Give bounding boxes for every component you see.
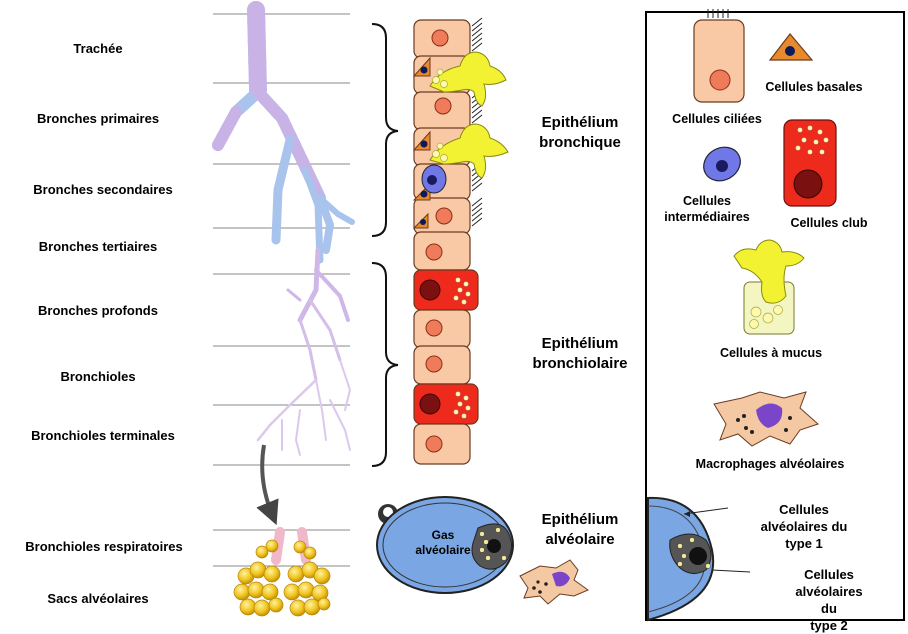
legend-label-intermediate: Cellules intermédiaires xyxy=(664,193,749,225)
legend-label-ciliated: Cellules ciliées xyxy=(672,111,762,127)
legend-mucus-cell-icon xyxy=(734,240,804,334)
label-trachea: Trachée xyxy=(73,41,122,57)
label-bronchioles: Bronchioles xyxy=(60,369,135,385)
legend-ciliated-cell-icon xyxy=(694,9,744,102)
legend-label-mucus: Cellules à mucus xyxy=(720,345,822,361)
macrophage-small-illustration xyxy=(520,560,588,604)
legend-label-macrophage: Macrophages alvéolaires xyxy=(696,456,845,472)
label-deep-bronchi: Bronches profonds xyxy=(38,303,158,319)
alveolar-sacs-illustration xyxy=(234,532,330,616)
title-epithelium-bronchiolar: Epithélium bronchiolaire xyxy=(532,334,627,374)
cilia xyxy=(472,18,482,226)
legend-label-club: Cellules club xyxy=(790,215,867,231)
bracket-bronchiolar xyxy=(372,263,398,466)
bronchial-tree-illustration xyxy=(218,10,352,455)
legend-label-alveolar-type1: Cellules alvéolaires du type 1 xyxy=(752,501,856,552)
epithelium-column xyxy=(414,18,508,464)
label-alveolar-sacs: Sacs alvéolaires xyxy=(47,591,148,607)
legend-club-cell-icon xyxy=(784,120,836,206)
legend-basal-cell-icon xyxy=(770,34,812,60)
title-epithelium-bronchial: Epithélium bronchique xyxy=(539,113,621,153)
label-respiratory-bronchioles: Bronchioles respiratoires xyxy=(25,539,183,555)
label-terminal-bronchioles: Bronchioles terminales xyxy=(31,428,175,444)
label-tertiary-bronchi: Bronches tertiaires xyxy=(39,239,158,255)
bracket-bronchial xyxy=(372,24,398,236)
legend-label-basal: Cellules basales xyxy=(765,79,862,95)
label-primary-bronchi: Bronches primaires xyxy=(37,111,159,127)
label-secondary-bronchi: Bronches secondaires xyxy=(33,182,172,198)
legend-alveolus-icon xyxy=(648,498,750,620)
level-divider-lines xyxy=(213,14,350,566)
label-alveolar-gas: Gas alvéolaire xyxy=(408,528,478,558)
legend-macrophage-icon xyxy=(714,392,818,446)
title-epithelium-alveolar: Epithélium alvéolaire xyxy=(542,510,619,550)
legend-intermediate-cell-icon xyxy=(698,141,747,188)
curved-arrow-icon xyxy=(262,445,272,514)
